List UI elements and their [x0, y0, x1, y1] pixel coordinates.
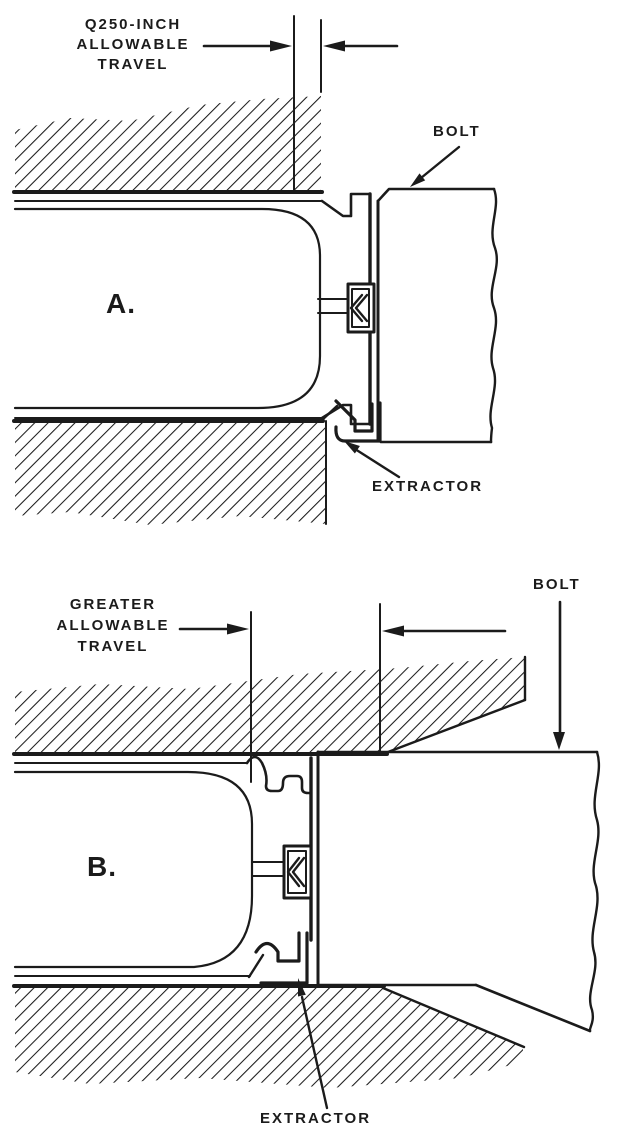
travel-dimension-label-a: Q250-INCH ALLOWABLE TRAVEL — [53, 15, 213, 75]
receiver-lower-b — [12, 984, 526, 1088]
panel-a-drawing — [12, 15, 498, 525]
extractor-claw-a — [319, 399, 382, 443]
extractor-label-a: EXTRACTOR — [372, 478, 484, 495]
travel-dimension-label-b: GREATER ALLOWABLE TRAVEL — [33, 594, 193, 657]
section-label-a: A. — [106, 288, 136, 319]
receiver-lower-a — [12, 419, 327, 525]
travel-label-b-line2: ALLOWABLE — [56, 617, 170, 634]
barrel-upper-b — [12, 655, 527, 756]
extractor-claw-b — [247, 931, 309, 985]
travel-label-a-line2: ALLOWABLE — [76, 36, 190, 53]
firing-pin-channel-b — [251, 861, 285, 877]
primer-b — [282, 844, 313, 900]
firing-pin-channel-a — [317, 298, 350, 314]
barrel-upper-a — [12, 96, 324, 194]
travel-label-b-line1: GREATER — [69, 596, 157, 613]
panel-b-drawing — [12, 600, 601, 1110]
extractor-leader-arrow-b — [298, 978, 329, 1110]
travel-label-a-line3: TRAVEL — [97, 56, 169, 73]
arrowhead-right-b — [227, 623, 249, 635]
bolt-b — [316, 750, 601, 1033]
extractor-leader-arrow-a — [344, 441, 401, 479]
travel-label-b-line3: TRAVEL — [77, 638, 149, 655]
arrowhead-right-a — [270, 40, 292, 52]
bolt-label-b: BOLT — [533, 576, 581, 593]
bolt-label-a: BOLT — [433, 123, 481, 140]
bolt-leader-arrow-a — [410, 145, 461, 187]
section-label-b: B. — [87, 851, 117, 882]
cartridge-case-a — [13, 192, 372, 426]
bolt-a — [376, 187, 498, 444]
travel-label-a-line1: Q250-INCH — [84, 16, 182, 33]
cartridge-case-b — [13, 755, 313, 977]
extractor-label-b: EXTRACTOR — [260, 1110, 372, 1127]
arrowhead-left-a — [323, 40, 345, 52]
primer-a — [346, 282, 376, 334]
bolt-leader-arrow-b — [553, 600, 565, 750]
arrowhead-left-b — [382, 625, 404, 637]
